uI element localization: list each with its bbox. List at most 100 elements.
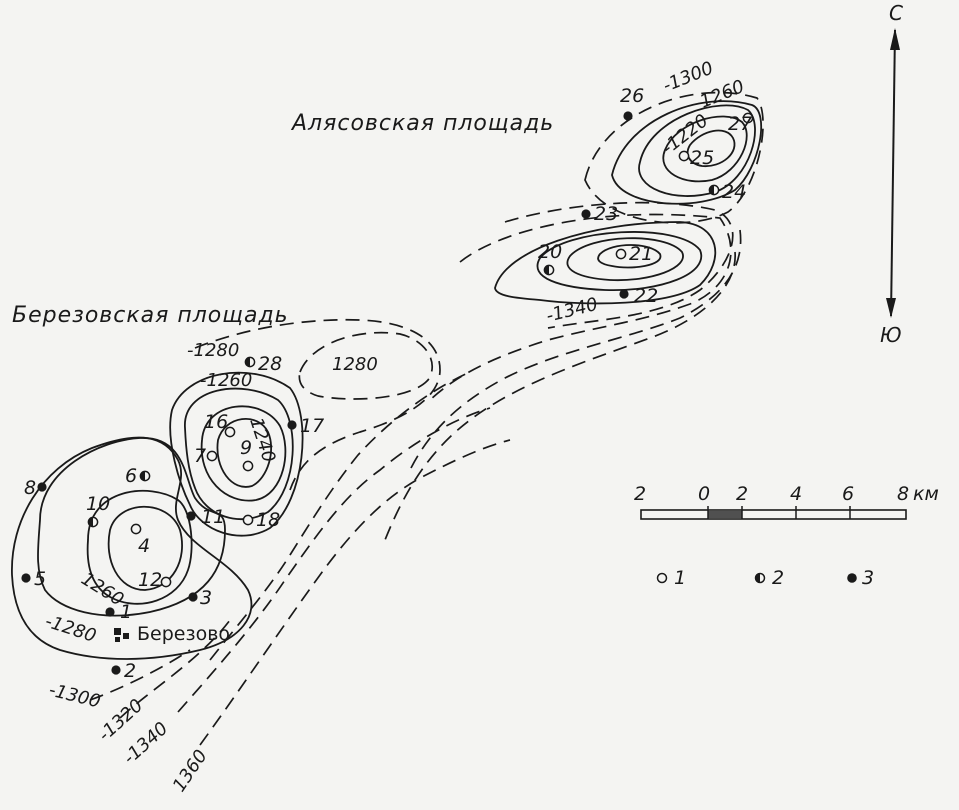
well-half-fill xyxy=(709,185,714,195)
contour-label: -1280 xyxy=(187,340,239,361)
contour-label: 1360 xyxy=(169,746,212,796)
scale-bar-segment xyxy=(708,511,742,518)
contour-alyasov-inner-3 xyxy=(638,104,756,197)
well-number-2: 2 xyxy=(124,660,136,682)
well-solid-symbol xyxy=(188,592,198,602)
scale-tick-label: 4 xyxy=(790,483,802,505)
scale-tick-label: 0 xyxy=(698,483,710,505)
legend: 1 2 3 xyxy=(656,567,874,589)
well-solid-symbol xyxy=(111,665,121,675)
contour-ne-1 xyxy=(504,201,734,329)
well-number-4: 4 xyxy=(138,535,150,557)
well-number-9: 9 xyxy=(240,437,252,459)
well-number-27: 27 xyxy=(728,113,752,135)
well-number-6: 6 xyxy=(125,465,137,487)
legend-label: 3 xyxy=(862,567,874,589)
town-symbol xyxy=(114,628,121,635)
contour-label: -1260 xyxy=(200,370,252,391)
contour-1240-inner xyxy=(216,418,272,488)
arrow-up-icon xyxy=(890,28,900,50)
well-number-25: 25 xyxy=(690,147,714,169)
contour-1280-west xyxy=(37,437,226,617)
town-label: Березово xyxy=(137,623,230,645)
well-half-fill xyxy=(88,517,93,527)
well-half-fill xyxy=(544,265,549,275)
well-number-21: 21 xyxy=(629,243,653,265)
well-number-12: 12 xyxy=(138,569,162,591)
well-number-22: 22 xyxy=(634,285,658,307)
contour-1360 xyxy=(199,439,511,746)
contour-1280-closure xyxy=(298,331,434,400)
scale-bar: 2 0 2 4 6 8 км xyxy=(634,483,939,520)
contour-ne-1340 xyxy=(429,213,732,401)
contour-1320 xyxy=(209,371,471,661)
contour-label: 1280 xyxy=(332,354,378,375)
well-number-11: 11 xyxy=(201,506,225,528)
well-solid-symbol xyxy=(623,111,633,121)
legend-hollow-symbol xyxy=(656,572,668,584)
well-number-26: 26 xyxy=(620,85,644,107)
well-half-fill xyxy=(245,357,250,367)
contour-21-inner-2 xyxy=(566,237,684,282)
contour-21-inner-1 xyxy=(597,244,662,269)
well-number-3: 3 xyxy=(200,587,212,609)
compass-line xyxy=(890,29,896,317)
well-solid-symbol xyxy=(287,420,297,430)
well-hollow-symbol xyxy=(160,576,172,588)
well-number-18: 18 xyxy=(256,509,280,531)
legend-half-fill xyxy=(755,573,760,583)
well-hollow-symbol xyxy=(615,248,627,260)
scale-tick-label: 2 xyxy=(634,483,646,505)
well-number-7: 7 xyxy=(194,445,206,467)
contour-1280-center xyxy=(169,371,304,537)
arrow-down-icon xyxy=(886,298,896,318)
scale-bar-frame xyxy=(640,509,907,520)
contour-1300-west xyxy=(11,436,253,660)
contour-alyasov-inner-2 xyxy=(662,115,748,183)
scale-tick-label: 6 xyxy=(842,483,854,505)
scale-tick-label: 2 xyxy=(736,483,748,505)
legend-label: 2 xyxy=(772,567,784,589)
contour-south-a xyxy=(119,619,231,719)
contour-alyasov-inner-1 xyxy=(686,129,736,167)
well-half-fill xyxy=(140,471,145,481)
contour-1280-outer xyxy=(194,318,441,491)
well-number-16: 16 xyxy=(204,411,228,433)
well-hollow-symbol xyxy=(242,514,254,526)
contour-west-inner xyxy=(107,505,183,591)
legend-label: 1 xyxy=(674,567,686,589)
contour-south-b xyxy=(89,649,191,701)
compass-south-label: Ю xyxy=(880,323,902,347)
contour-labels: -1300 1260 -1220 1280 -1340 -1280 -1260 … xyxy=(42,58,747,796)
scale-unit: км xyxy=(913,483,939,505)
compass-north-label: С xyxy=(889,1,903,25)
well-number-17: 17 xyxy=(300,415,324,437)
town-symbol xyxy=(115,637,120,642)
contour-1340-south xyxy=(177,407,491,713)
well-solid-symbol xyxy=(105,607,115,617)
well-number-20: 20 xyxy=(538,241,562,263)
well-number-23: 23 xyxy=(594,203,618,225)
legend-solid-symbol xyxy=(847,573,857,583)
well-solid-symbol xyxy=(21,573,31,583)
well-number-5: 5 xyxy=(34,568,46,590)
contour-lines xyxy=(11,91,764,746)
contour-label: -1280 xyxy=(42,611,98,647)
contour-21-inner-3 xyxy=(536,231,703,291)
well-solid-symbol xyxy=(581,209,591,219)
well-hollow-symbol xyxy=(224,426,236,438)
contour-ne-4 xyxy=(384,251,736,541)
well-solid-symbol xyxy=(619,289,629,299)
north-arrow: С Ю xyxy=(880,1,903,347)
contour-21-outer xyxy=(494,221,717,305)
well-number-28: 28 xyxy=(258,353,282,375)
area-title-alyasov: Алясовская площадь xyxy=(290,111,554,136)
contour-ne-3 xyxy=(409,229,742,471)
well-number-10: 10 xyxy=(86,493,110,515)
well-number-1: 1 xyxy=(120,601,132,623)
contour-1240 xyxy=(200,405,287,502)
contour-1260-west xyxy=(86,489,193,605)
well-solid-symbol xyxy=(37,482,47,492)
well-hollow-symbol xyxy=(742,112,754,124)
